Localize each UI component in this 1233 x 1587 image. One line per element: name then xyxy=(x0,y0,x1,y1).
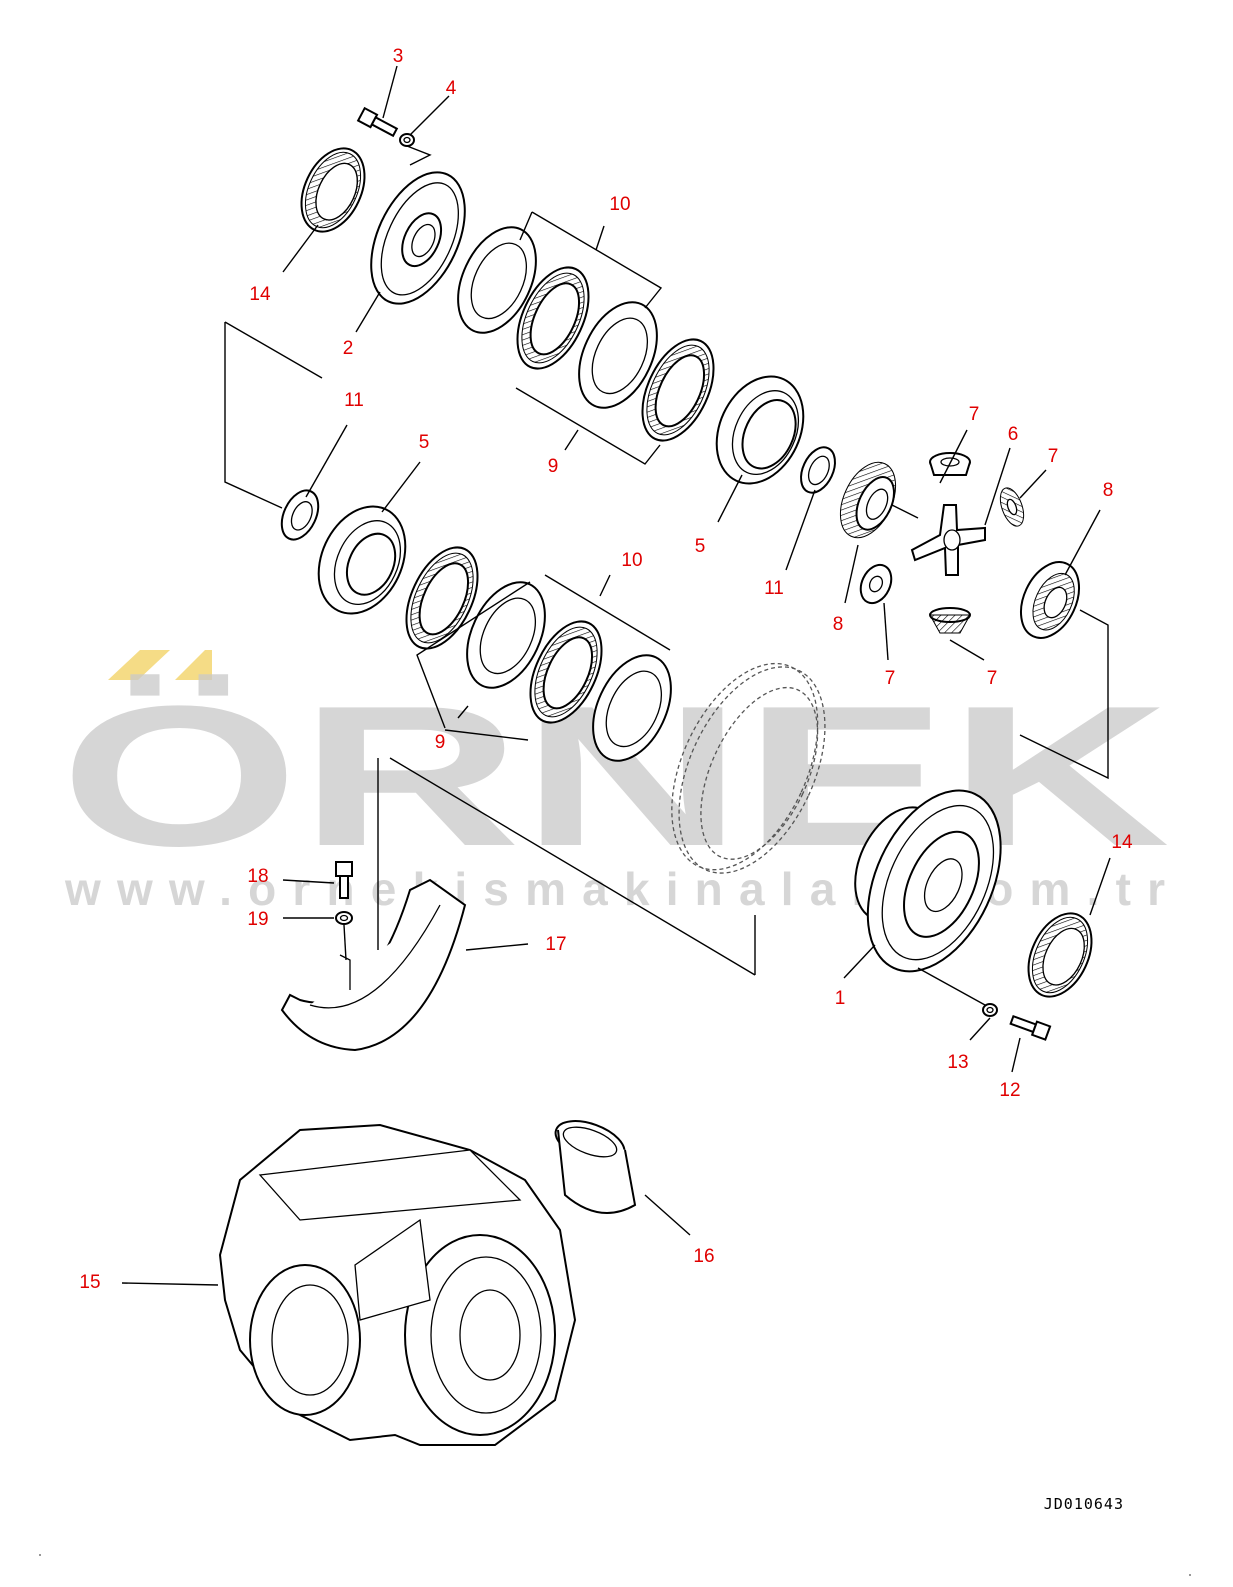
part-axle-housing-15 xyxy=(218,1123,577,1446)
part-carrier-5-right xyxy=(715,375,805,485)
callout-16: 16 xyxy=(693,1246,714,1267)
part-carrier-5-left xyxy=(317,505,407,615)
part-pinion-7-left xyxy=(859,563,893,605)
corner-dot-right xyxy=(1189,1574,1191,1576)
part-differential-case-1 xyxy=(854,789,1002,973)
callout-7-right: 7 xyxy=(1048,446,1059,467)
part-bearing-14-top xyxy=(300,147,366,233)
callout-10-top: 10 xyxy=(609,194,630,215)
part-plate-10-top-1 xyxy=(457,226,537,334)
callout-3: 3 xyxy=(393,46,404,67)
callout-labels: 3 4 14 2 10 9 11 5 5 11 7 6 7 8 8 7 7 10… xyxy=(79,46,1133,1293)
callout-8-left: 8 xyxy=(833,614,844,635)
callout-18: 18 xyxy=(247,866,268,887)
callout-15: 15 xyxy=(79,1272,100,1293)
leader-lines xyxy=(121,65,1111,1286)
part-side-gear-8-right xyxy=(1019,561,1081,639)
part-disc-9-bottom-1 xyxy=(405,546,479,650)
callout-9-top: 9 xyxy=(548,456,559,477)
part-disc-9-top-1 xyxy=(516,266,590,370)
part-bolt-18 xyxy=(335,861,353,899)
callout-14-top: 14 xyxy=(249,284,271,305)
callout-5-right: 5 xyxy=(695,536,706,557)
part-side-gear-8-left xyxy=(839,461,897,539)
part-washer-19 xyxy=(335,911,353,925)
part-plate-10-top-2 xyxy=(578,301,658,409)
part-flange-plate-2 xyxy=(370,171,466,305)
part-guard-17 xyxy=(280,878,467,1052)
part-disc-9-bottom-2 xyxy=(529,620,603,724)
callout-10-bottom: 10 xyxy=(621,550,642,571)
callout-8-right: 8 xyxy=(1103,480,1114,501)
callout-7-bottom: 7 xyxy=(987,668,998,689)
part-bolt-3 xyxy=(356,106,399,138)
callout-11-left: 11 xyxy=(344,390,364,411)
watermark-accent-right xyxy=(175,650,212,680)
callout-9-bottom: 9 xyxy=(435,732,446,753)
part-pinion-7-bottom xyxy=(929,607,971,634)
callout-19: 19 xyxy=(247,909,268,930)
callout-12: 12 xyxy=(999,1080,1020,1101)
part-thrust-washer-11-left xyxy=(280,489,320,541)
callout-17: 17 xyxy=(545,934,566,955)
part-thrust-washer-11-right xyxy=(800,446,836,494)
part-plate-10-bottom-2 xyxy=(592,654,672,762)
callout-1: 1 xyxy=(835,988,846,1009)
callout-6: 6 xyxy=(1008,424,1019,445)
callout-11-right: 11 xyxy=(764,578,784,599)
callout-14-bottom: 14 xyxy=(1111,832,1133,853)
part-bearing-14-bottom xyxy=(1027,912,1093,998)
part-washer-4 xyxy=(399,133,415,147)
part-washer-13 xyxy=(982,1003,998,1017)
callout-7-left: 7 xyxy=(885,668,896,689)
part-bolt-12 xyxy=(1009,1014,1052,1041)
part-pinion-7-right xyxy=(999,487,1025,527)
watermark-accent-left xyxy=(108,650,170,680)
callout-4: 4 xyxy=(446,78,457,99)
callout-7-top: 7 xyxy=(969,404,980,425)
corner-dot-left xyxy=(39,1554,41,1556)
part-plate-10-bottom-1 xyxy=(466,581,546,689)
callout-5-left: 5 xyxy=(419,432,430,453)
callout-13: 13 xyxy=(947,1052,968,1073)
part-spider-cross-6 xyxy=(910,504,986,576)
part-sleeve-16 xyxy=(554,1120,637,1214)
drawing-code: JD010643 xyxy=(1044,1495,1124,1513)
callout-2: 2 xyxy=(343,338,354,359)
part-disc-9-top-2 xyxy=(641,338,715,442)
